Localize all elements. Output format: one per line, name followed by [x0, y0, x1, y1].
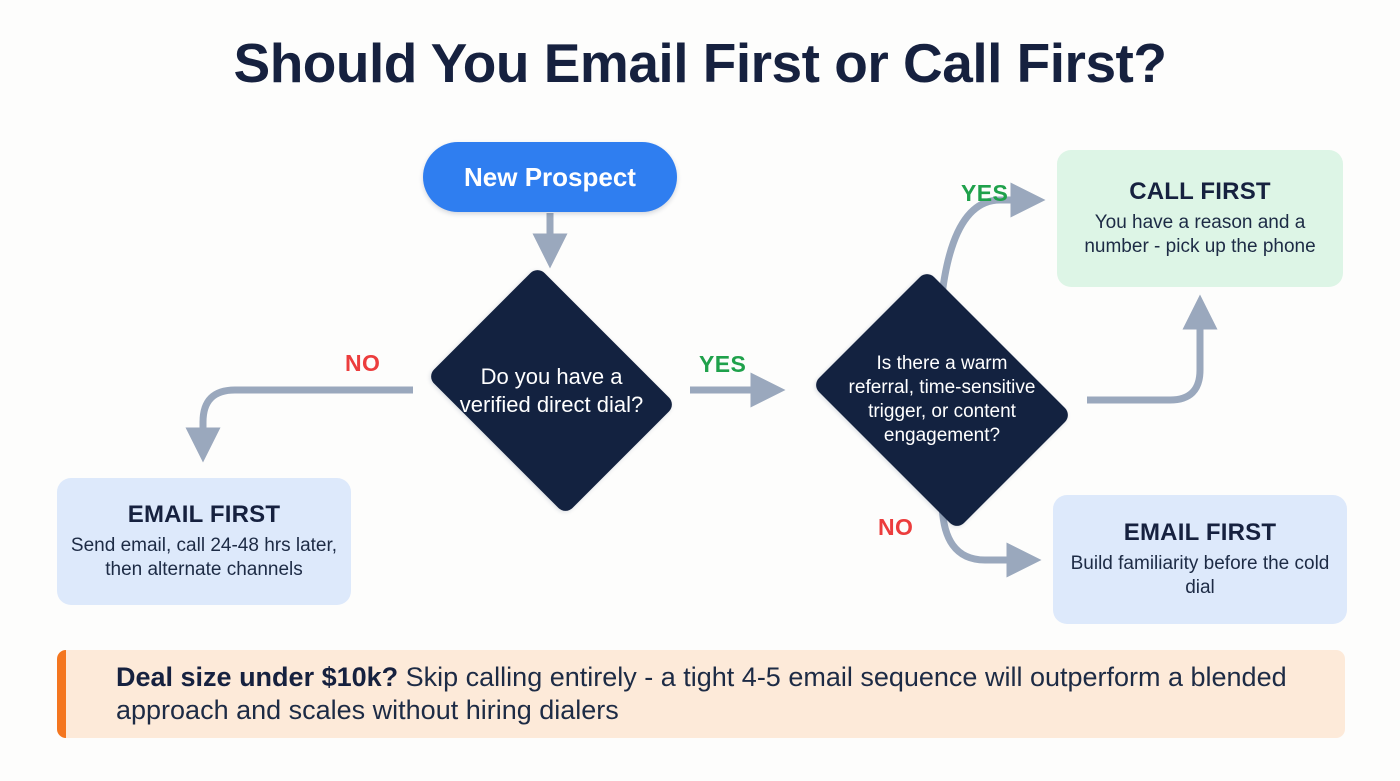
node-outcome-email-first-left[interactable]: EMAIL FIRST Send email, call 24-48 hrs l… — [57, 478, 351, 605]
edge-label-yes-middle: YES — [699, 351, 747, 377]
outcome-call-first-title: CALL FIRST — [1129, 177, 1271, 205]
edge-label-no-left: NO — [345, 350, 381, 376]
node-decision-1-label: Do you have a verified direct dial? — [459, 363, 644, 417]
node-decision-verified-direct-dial[interactable]: Do you have a verified direct dial? — [413, 266, 690, 515]
node-new-prospect-label: New Prospect — [464, 161, 636, 192]
outcome-email-right-title: EMAIL FIRST — [1123, 518, 1277, 546]
edge-label-no-bottom: NO — [878, 514, 914, 540]
callout-bold-lead: Deal size under $10k? — [116, 661, 399, 692]
outcome-email-left-title: EMAIL FIRST — [127, 500, 281, 528]
node-decision-warm-referral[interactable]: Is there a warm referral, time-sensitive… — [797, 270, 1087, 530]
callout-rest: Skip calling entirely - a tight 4-5 emai… — [116, 661, 1287, 725]
callout-text: Deal size under $10k? Skip calling entir… — [66, 661, 1345, 727]
callout-banner: Deal size under $10k? Skip calling entir… — [57, 650, 1345, 738]
outcome-email-left-body: Send email, call 24-48 hrs later, then a… — [70, 534, 338, 580]
outcome-email-right-body: Build familiarity before the cold dial — [1070, 552, 1330, 598]
node-outcome-call-first[interactable]: CALL FIRST You have a reason and a numbe… — [1057, 150, 1343, 287]
outcome-call-first-body: You have a reason and a number - pick up… — [1084, 211, 1316, 257]
edge-label-yes-top: YES — [961, 180, 1009, 206]
edge-decision1-no — [185, 386, 413, 463]
node-outcome-email-first-right[interactable]: EMAIL FIRST Build familiarity before the… — [1053, 495, 1347, 624]
edge-decision2-to-call-first — [1087, 294, 1218, 404]
node-new-prospect[interactable]: New Prospect — [423, 142, 677, 212]
node-decision-2-label: Is there a warm referral, time-sensitive… — [848, 352, 1036, 447]
page-title: Should You Email First or Call First? — [233, 32, 1167, 94]
callout-accent-bar — [57, 650, 66, 738]
